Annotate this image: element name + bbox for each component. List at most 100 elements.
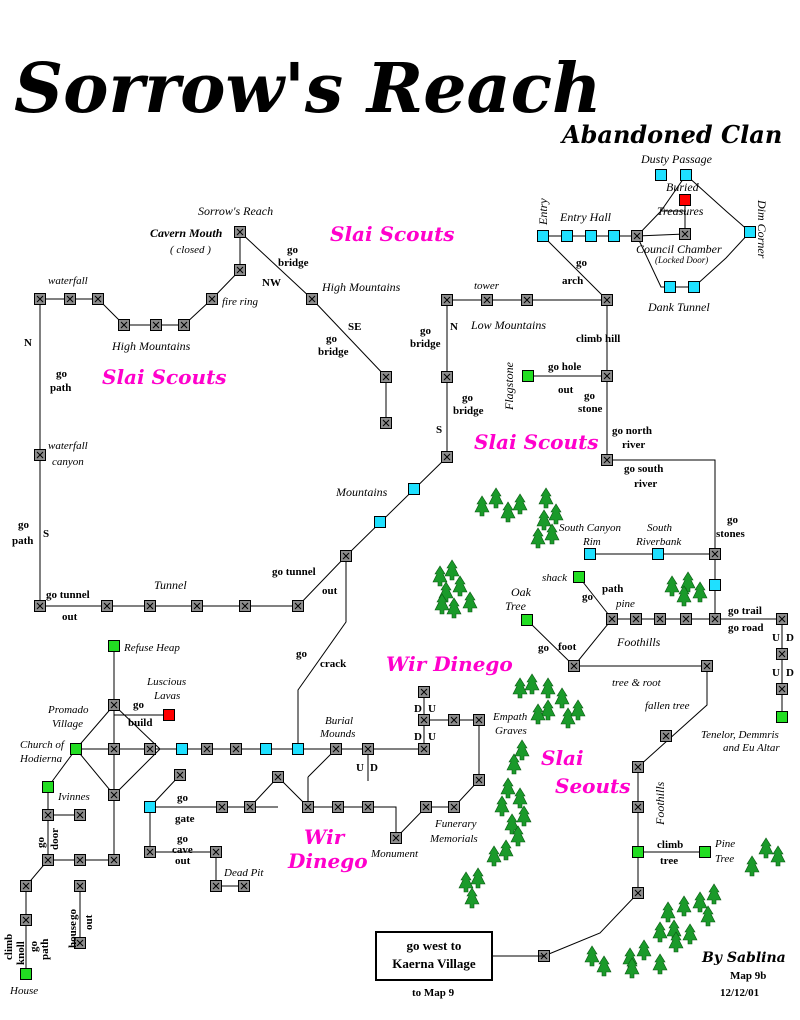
room-102[interactable]: [42, 781, 54, 793]
room-64[interactable]: [699, 846, 711, 858]
pine-tree-icon: [652, 953, 668, 975]
pine-tree-icon: [524, 673, 540, 695]
pine-tree-icon: [682, 923, 698, 945]
dir-go-cave-b: cave: [172, 844, 193, 856]
room-41[interactable]: [664, 281, 676, 293]
room-marker-16: [193, 602, 201, 610]
label-funerary-2: Memorials: [429, 833, 478, 845]
room-marker-1: [236, 266, 244, 274]
room-46[interactable]: [709, 579, 721, 591]
room-36[interactable]: [655, 169, 667, 181]
room-marker-5: [120, 321, 128, 329]
room-37[interactable]: [680, 169, 692, 181]
room-42[interactable]: [688, 281, 700, 293]
dir-go-bridge-2a: go: [326, 333, 338, 345]
room-76[interactable]: [260, 743, 272, 755]
room-marker-104: [76, 811, 84, 819]
room-68[interactable]: [163, 709, 175, 721]
room-70[interactable]: [70, 743, 82, 755]
dir-nw: NW: [262, 277, 281, 289]
room-43[interactable]: [584, 548, 596, 560]
room-31[interactable]: [537, 230, 549, 242]
pine-tree-icon: [544, 523, 560, 545]
place-labels: Sorrow's Reach Cavern Mouth ( closed ) w…: [9, 152, 780, 997]
label-entry: Entry: [536, 198, 550, 226]
dir-s-mid: S: [436, 424, 442, 436]
room-marker-94: [364, 803, 372, 811]
pine-tree-icon: [624, 957, 640, 979]
pine-tree-icon: [664, 575, 680, 597]
room-marker-17: [241, 602, 249, 610]
pine-tree-icon: [676, 585, 692, 607]
dir-go-path-4a: go: [28, 941, 40, 953]
pine-tree-icon: [444, 559, 460, 581]
pine-tree-icon: [434, 593, 450, 615]
dir-path-3a: path: [602, 583, 623, 595]
room-34[interactable]: [608, 230, 620, 242]
rooms-layer: [20, 169, 788, 980]
room-marker-105: [44, 856, 52, 864]
label-high-mountains-w: High Mountains: [111, 339, 191, 353]
room-marker-10: [382, 373, 390, 381]
room-marker-56: [778, 615, 786, 623]
dir-go-south-a: go south: [624, 463, 663, 475]
room-33[interactable]: [585, 230, 597, 242]
room-38[interactable]: [679, 194, 691, 206]
label-pine-tree-1: Pine: [714, 838, 735, 850]
label-council-chamber: Council Chamber: [636, 242, 722, 256]
room-21[interactable]: [408, 483, 420, 495]
room-marker-101: [240, 882, 248, 890]
room-77[interactable]: [292, 743, 304, 755]
exit-box[interactable]: go west to Kaerna Village to Map 9: [375, 931, 544, 999]
room-110[interactable]: [20, 968, 32, 980]
label-dank-tunnel: Dank Tunnel: [647, 300, 710, 314]
pine-tree-icon: [570, 699, 586, 721]
dir-du-2a: D: [414, 731, 422, 743]
mob-label-wir-dinego-1: Wir Dinego: [386, 652, 513, 676]
label-fallen-tree: fallen tree: [645, 700, 690, 712]
room-marker-2: [208, 295, 216, 303]
room-marker-18: [294, 602, 302, 610]
dir-ud-3a: U: [356, 762, 364, 774]
room-marker-71: [110, 745, 118, 753]
room-marker-91: [274, 773, 282, 781]
dir-go-path-2a: go: [18, 519, 30, 531]
dir-ud-1: U: [772, 632, 780, 644]
room-20[interactable]: [374, 516, 386, 528]
dir-go-house-b: house: [67, 921, 79, 948]
room-32[interactable]: [561, 230, 573, 242]
room-marker-4: [152, 321, 160, 329]
room-88[interactable]: [144, 801, 156, 813]
pine-tree-icon: [498, 839, 514, 861]
dir-ud-2b: D: [786, 667, 794, 679]
room-marker-49: [608, 615, 616, 623]
room-44[interactable]: [652, 548, 664, 560]
room-48[interactable]: [573, 571, 585, 583]
label-mountains: Mountains: [335, 485, 388, 499]
label-pine: pine: [615, 598, 635, 610]
pine-tree-icon: [554, 687, 570, 709]
dir-go-door-b: door: [49, 828, 61, 850]
label-dim-corner: Dim Corner: [755, 199, 769, 259]
room-marker-8: [36, 295, 44, 303]
room-29[interactable]: [522, 370, 534, 382]
room-marker-12: [36, 451, 44, 459]
room-40[interactable]: [744, 226, 756, 238]
pine-tree-icon: [676, 895, 692, 917]
room-63[interactable]: [632, 846, 644, 858]
pine-tree-icon: [744, 855, 760, 877]
room-marker-0: [236, 228, 244, 236]
room-73[interactable]: [176, 743, 188, 755]
room-marker-89: [218, 803, 226, 811]
room-67[interactable]: [108, 640, 120, 652]
room-53[interactable]: [521, 614, 533, 626]
label-refuse-heap: Refuse Heap: [123, 642, 180, 654]
room-marker-39: [681, 230, 689, 238]
room-marker-74: [203, 745, 211, 753]
room-59[interactable]: [776, 711, 788, 723]
pine-tree-icon: [504, 813, 520, 835]
room-marker-103: [44, 811, 52, 819]
pine-tree-icon: [464, 887, 480, 909]
pine-tree-icon: [506, 753, 522, 775]
